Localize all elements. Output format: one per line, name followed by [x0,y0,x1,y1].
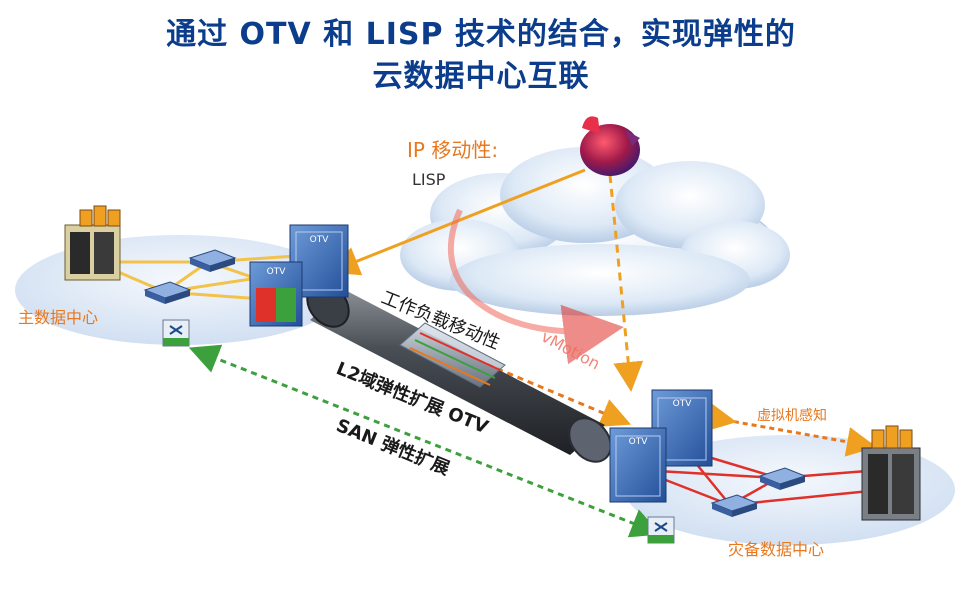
otv-tag-4: OTV [629,437,649,447]
dr-switch-icon-2 [710,494,759,517]
primary-otv-device-small: OTV [249,261,303,327]
lisp-label: LISP [412,170,446,189]
vm-awareness-label: 虚拟机感知 [757,407,827,424]
dr-san-switch-icon [647,516,675,544]
primary-server-rack-icon [64,205,121,281]
otv-tag-2: OTV [267,267,287,277]
lisp-arrow-primary [328,168,586,276]
dr-server-rack-icon [861,425,921,521]
dr-site-label: 灾备数据中心 [728,540,824,559]
primary-site-label: 主数据中心 [18,308,98,327]
vmotion-arrow [448,208,624,365]
title-line-1: 通过 OTV 和 LISP 技术的结合，实现弹性的 [166,17,796,52]
ip-mobility-label: IP 移动性: [407,138,498,162]
otv-tag-1: OTV [310,235,330,245]
title-line-2: 云数据中心互联 [372,59,590,94]
dr-otv-device-small: OTV [609,427,667,503]
primary-san-switch-icon [162,319,190,347]
dr-switch-icon-1 [758,467,807,490]
page-title: 通过 OTV 和 LISP 技术的结合，实现弹性的 云数据中心互联 [0,14,962,98]
vm-awareness-arrow [704,402,877,457]
cloud [400,147,790,316]
lisp-router-icon [580,116,640,176]
san-extension-arrow [188,344,662,538]
san-extension-label: SAN 弹性扩展 [333,414,454,480]
primary-switch-icon-2 [143,281,192,304]
primary-switch-icon-1 [188,249,237,272]
otv-tag-3: OTV [673,399,693,409]
